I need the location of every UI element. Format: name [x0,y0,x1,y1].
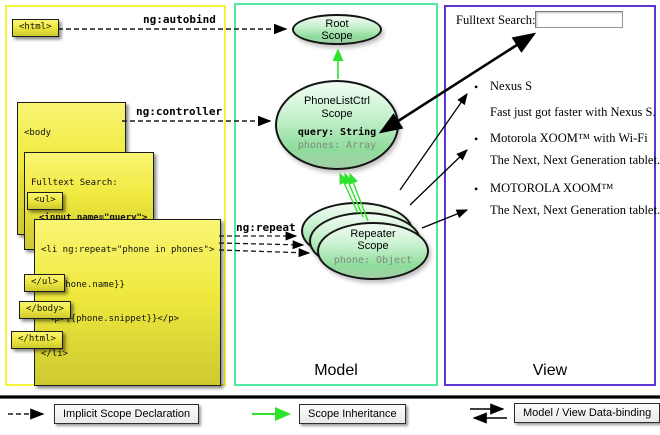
li-line2: {{phone.name}} [49,279,125,290]
li-line3: <p>{{phone.snippet}}</p> [49,314,180,324]
body-open-line1: <body [24,128,52,138]
root-scope-title-line1: Root [325,18,349,30]
phonelist-title-line1: PhoneListCtrl [303,95,371,107]
legend-implicit-scope-box: Implicit Scope Declaration [54,404,200,424]
li-line1: <li ng:repeat="phone in phones"> [41,245,215,255]
repeater-title-line2: Scope [357,239,389,252]
bullet-icon: • [474,132,479,146]
root-scope-ellipse: Root Scope [292,14,382,45]
root-scope-title-line2: Scope [321,29,353,42]
phonelistctrl-scope-ellipse: PhoneListCtrl Scope query: String phones… [275,80,399,170]
view-fulltext-search-label: Fulltext Search: [456,13,536,27]
legend-data-binding-box: Model / View Data-binding [514,403,660,423]
bullet-icon: • [474,182,479,196]
phonelist-query-prop: query: String [297,127,377,138]
repeater-phone-prop: phone: Object [333,255,413,266]
view-item-name: Nexus S [490,79,533,93]
ul-open-tag-box: <ul> [27,192,63,210]
body-close-tag-box: </body> [19,301,71,319]
fulltext-label-line: Fulltext Search: [31,178,118,188]
ng-controller-label: ng:controller [136,105,223,118]
legend-scope-inheritance-box: Scope Inheritance [299,404,406,424]
bullet-icon: • [474,80,479,94]
li-line4: </li> [41,348,69,359]
ng-autobind-label: ng:autobind [143,13,216,26]
phonelist-title-line2: Scope [321,107,353,120]
view-item-snippet: Fast just got faster with Nexus S. [490,105,656,119]
view-item-name: Motorola XOOM™ with Wi-Fi [490,131,648,145]
view-item-snippet: The Next, Next Generation tablet. [490,153,660,167]
view-search-input[interactable] [535,11,623,28]
html-open-tag-box: <html> [12,19,59,37]
view-item-name: MOTOROLA XOOM™ [490,181,614,195]
model-column-panel: Model [234,3,438,386]
repeater-title-line1: Repeater [350,228,396,240]
phonelist-phones-prop: phones: Array [297,140,377,151]
repeater-scope-ellipse-front: Repeater Scope phone: Object [317,222,429,280]
model-column-label: Model [314,362,358,379]
view-column-label: View [532,362,568,379]
html-close-tag-box: </html> [11,331,63,349]
input-query-line: <input name="query"> [39,212,148,223]
view-item-snippet: The Next, Next Generation tablet. [490,203,660,217]
ul-close-tag-box: </ul> [24,274,66,292]
ng-repeat-label: ng:repeat [236,221,296,234]
